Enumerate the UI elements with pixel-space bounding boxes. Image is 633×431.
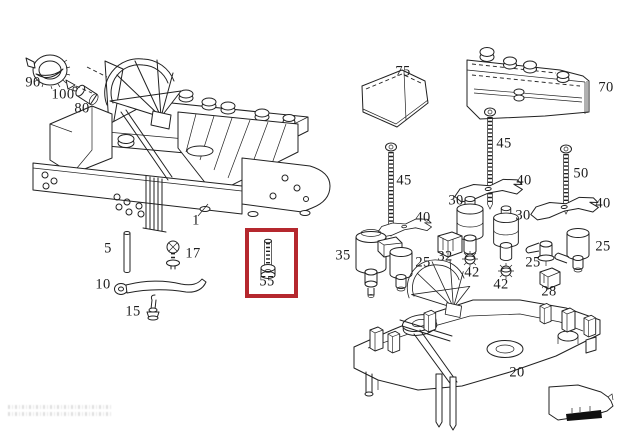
part-label-100-1: 100	[51, 86, 75, 103]
watermark	[8, 405, 112, 420]
part-label-25-25: 25	[595, 238, 611, 255]
watermark-line	[8, 405, 112, 409]
part-label-1-3: 1	[192, 212, 200, 229]
part-label-10-6: 10	[95, 276, 111, 293]
highlight-box-part-55	[245, 228, 298, 298]
part-label-90-0: 90	[25, 74, 41, 91]
part-drawing-55-screw	[260, 238, 276, 279]
part-label-40-16: 40	[415, 209, 431, 226]
part-label-15-7: 15	[125, 303, 141, 320]
part-label-70-10: 70	[598, 79, 614, 96]
part-label-5-4: 5	[104, 240, 112, 257]
part-drawing-50-screw	[560, 144, 572, 215]
part-drawing-90-cap	[25, 54, 71, 90]
part-drawing-28-connector	[539, 267, 561, 290]
part-label-55-8: 55	[259, 273, 275, 290]
part-label-20-27: 20	[509, 364, 525, 381]
part-label-30-15: 30	[448, 192, 464, 209]
part-drawing-70-cover-block	[466, 47, 590, 120]
part-drawing-20-housing	[353, 299, 601, 431]
part-label-25-20: 25	[415, 254, 431, 271]
part-label-50-13: 50	[573, 165, 589, 182]
part-label-42-22: 42	[464, 264, 480, 281]
part-label-80-2: 80	[74, 100, 90, 117]
part-drawing-25-clip-right	[554, 252, 570, 264]
part-label-42-23: 42	[493, 276, 509, 293]
part-label-75-9: 75	[395, 63, 411, 80]
watermark-line	[8, 412, 112, 416]
part-label-30-18: 30	[515, 207, 531, 224]
part-drawing-1-control-unit	[32, 60, 331, 233]
part-label-40-14: 40	[516, 172, 532, 189]
part-label-17-5: 17	[185, 245, 201, 262]
part-label-35-19: 35	[335, 247, 351, 264]
part-drawing-15-bolt	[146, 294, 160, 321]
part-drawing-5-pin	[123, 231, 131, 273]
part-drawing-75-cover	[361, 69, 429, 128]
part-label-45-12: 45	[396, 172, 412, 189]
part-drawing-32-bracket	[437, 231, 463, 258]
part-label-45-11: 45	[496, 135, 512, 152]
part-drawing-35-solenoid	[355, 229, 403, 298]
part-label-40-17: 40	[595, 195, 611, 212]
part-drawing-17-bolt	[166, 240, 180, 270]
part-label-25-24: 25	[525, 254, 541, 271]
part-drawing-25-valve-center	[525, 240, 555, 266]
part-drawing-80-bushing	[75, 84, 99, 106]
part-drawing-10-lever	[114, 278, 207, 295]
transmission-location-inset	[548, 384, 614, 421]
part-label-28-26: 28	[541, 283, 557, 300]
part-label-32-21: 32	[437, 248, 453, 265]
